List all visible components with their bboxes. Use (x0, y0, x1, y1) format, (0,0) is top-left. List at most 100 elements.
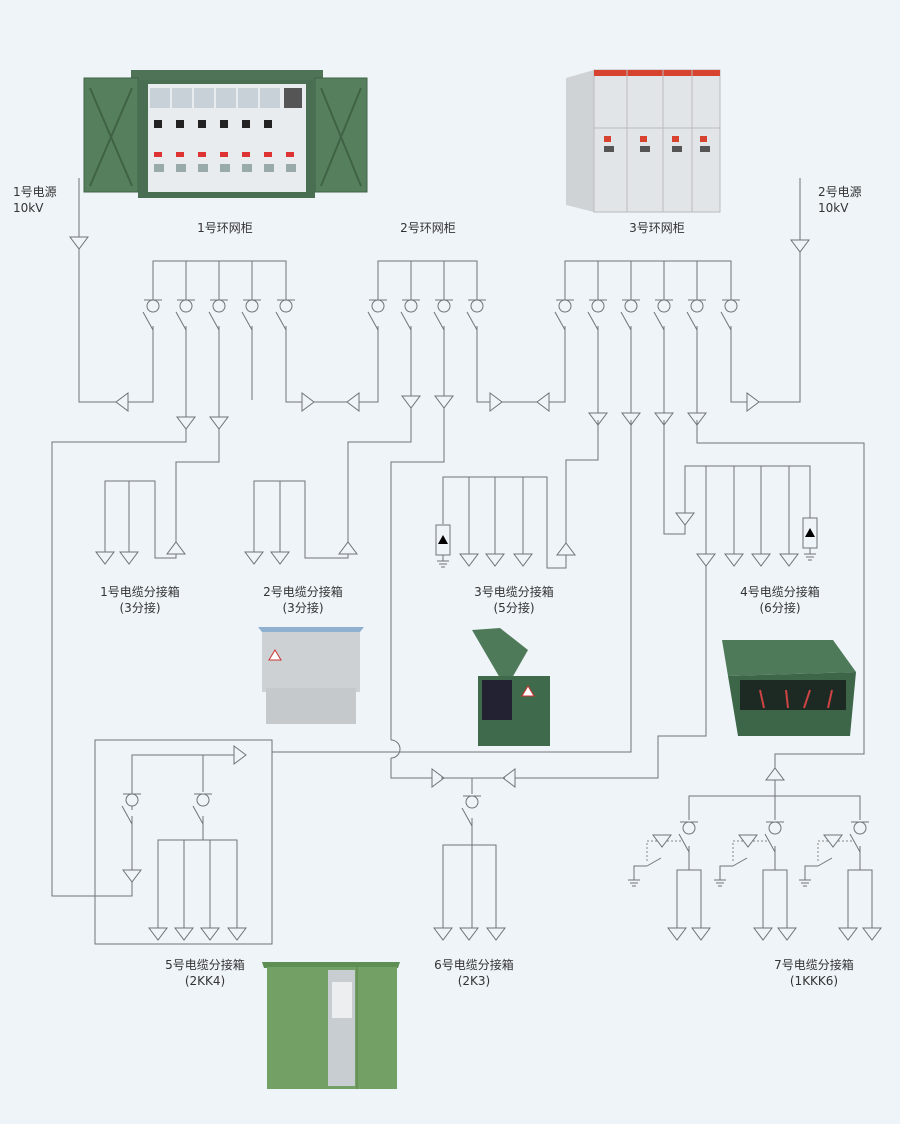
rmu3-switch-icon (558, 299, 572, 313)
rmu3-switch-icon (657, 299, 671, 313)
rmu3-switch-icon (690, 299, 704, 313)
switch-blade (241, 311, 253, 331)
rmu1-switch-icon (245, 299, 259, 313)
cable-terminal-icon (148, 927, 168, 941)
switch-blade (720, 311, 732, 331)
cb2-bus (253, 480, 349, 559)
cb4-to-cb6 (512, 566, 707, 779)
switch-blade (367, 311, 379, 331)
cable-terminal-icon (227, 927, 247, 941)
rmu1-switch-icon (179, 299, 193, 313)
earthing-link (732, 840, 767, 862)
source-1-feeder (78, 178, 125, 403)
rmu3-label: 3号环网柜 (629, 221, 685, 235)
source-2-name: 2号电源 (818, 185, 862, 199)
earthing-indicator-icon (738, 834, 758, 848)
cable-terminal-icon (838, 927, 858, 941)
cable-terminal-icon (654, 412, 674, 426)
surge-arrester-icon (805, 528, 815, 537)
rmu2-switch-icon (437, 299, 451, 313)
cable-terminal-icon (751, 553, 771, 567)
wiring (51, 178, 882, 945)
rmu1-label: 1号环网柜 (197, 221, 253, 235)
switch-blade (192, 805, 204, 825)
switch-blade (121, 805, 133, 825)
source-1-name: 1号电源 (13, 185, 57, 199)
rmu3-out-1 (546, 326, 566, 403)
cable-box-4-label: 4号电缆分接箱 (6分接) (720, 584, 840, 616)
cable-box-2-name: 2号电缆分接箱 (263, 585, 343, 599)
cable-terminal-icon (621, 412, 641, 426)
cable-terminal-icon (588, 412, 608, 426)
cable-box-5-label: 5号电缆分接箱 (2KK4) (145, 957, 265, 989)
cable-terminal-icon (777, 927, 797, 941)
rmu3-out-6 (730, 326, 750, 403)
cable-box-5-spec: (2KK4) (184, 974, 226, 988)
cable-terminal-icon (301, 392, 315, 412)
switch-blade (554, 311, 566, 331)
cb6-switch-icon (465, 795, 479, 809)
cable-terminal-icon (675, 512, 695, 526)
earthing-switch-icon (732, 857, 748, 867)
rmu2-switch-icon (371, 299, 385, 313)
rmu1-out-1 (128, 326, 154, 403)
cable-terminal-icon (779, 553, 799, 567)
rmu3-photo (566, 69, 721, 213)
switch-blade (678, 833, 690, 853)
earthing-switch-icon (817, 857, 833, 867)
earthing-wire (804, 865, 818, 880)
source-1-terminal-icon (69, 236, 89, 250)
earthing-link (646, 840, 681, 862)
cb5-switch-icon (125, 793, 139, 807)
switch-blade (686, 311, 698, 331)
cb7-switch-icon (682, 821, 696, 835)
switch-blade (764, 833, 776, 853)
cable-terminal-icon (176, 416, 196, 430)
earthing-wire (719, 865, 733, 880)
switch-blade (461, 807, 473, 827)
cable-box-1-name: 1号电缆分接箱 (100, 585, 180, 599)
rmu1-out-5 (285, 326, 308, 403)
cable-box-3-label: 3号电缆分接箱 (5分接) (454, 584, 574, 616)
switch-blade (433, 311, 445, 331)
cable-terminal-icon (338, 541, 358, 555)
cable-terminal-icon (687, 412, 707, 426)
cable-terminal-icon (119, 551, 139, 565)
switch-blade (275, 311, 287, 331)
source-1-label: 1号电源 10kV (13, 184, 57, 216)
cable-terminal-icon (536, 392, 550, 412)
cable-box-1-spec: (3分接) (119, 601, 161, 615)
cb7-branch-bus (762, 869, 788, 930)
cable-terminal-icon (556, 542, 576, 556)
cable-box-6-label: 6号电缆分接箱 (2K3) (414, 957, 534, 989)
rmu2-switch-icon (470, 299, 484, 313)
cable-box-4-spec: (6分接) (759, 601, 801, 615)
rmu1-switch-icon (212, 299, 226, 313)
switch-blade (466, 311, 478, 331)
cable-box-2-label: 2号电缆分接箱 (3分接) (243, 584, 363, 616)
cable-terminal-icon (433, 927, 453, 941)
rmu1-to-cb1 (175, 430, 220, 543)
cable-terminal-icon (174, 927, 194, 941)
cable-terminal-icon (209, 416, 229, 430)
cable-terminal-icon (233, 745, 247, 765)
rmu2-out-4 (476, 326, 495, 403)
rmu3-to-cb4 (663, 420, 686, 535)
rmu2-to-cb6 (390, 410, 445, 740)
cable-box-7-name: 7号电缆分接箱 (774, 958, 854, 972)
cable-terminal-icon (753, 927, 773, 941)
switch-blade (142, 311, 154, 331)
switch-blade (208, 311, 220, 331)
rmu2-switch-icon (404, 299, 418, 313)
cable-terminal-icon (667, 927, 687, 941)
cable-terminal-icon (244, 551, 264, 565)
earthing-switch-icon (646, 857, 662, 867)
cb7-branch-bus (847, 869, 873, 930)
cable-terminal-icon (200, 927, 220, 941)
cable-box-5-name: 5号电缆分接箱 (165, 958, 245, 972)
rmu3-switch-icon (724, 299, 738, 313)
rmu2-busbar (377, 260, 478, 310)
cable-terminal-icon (270, 551, 290, 565)
rmu2-out-1 (356, 326, 379, 403)
